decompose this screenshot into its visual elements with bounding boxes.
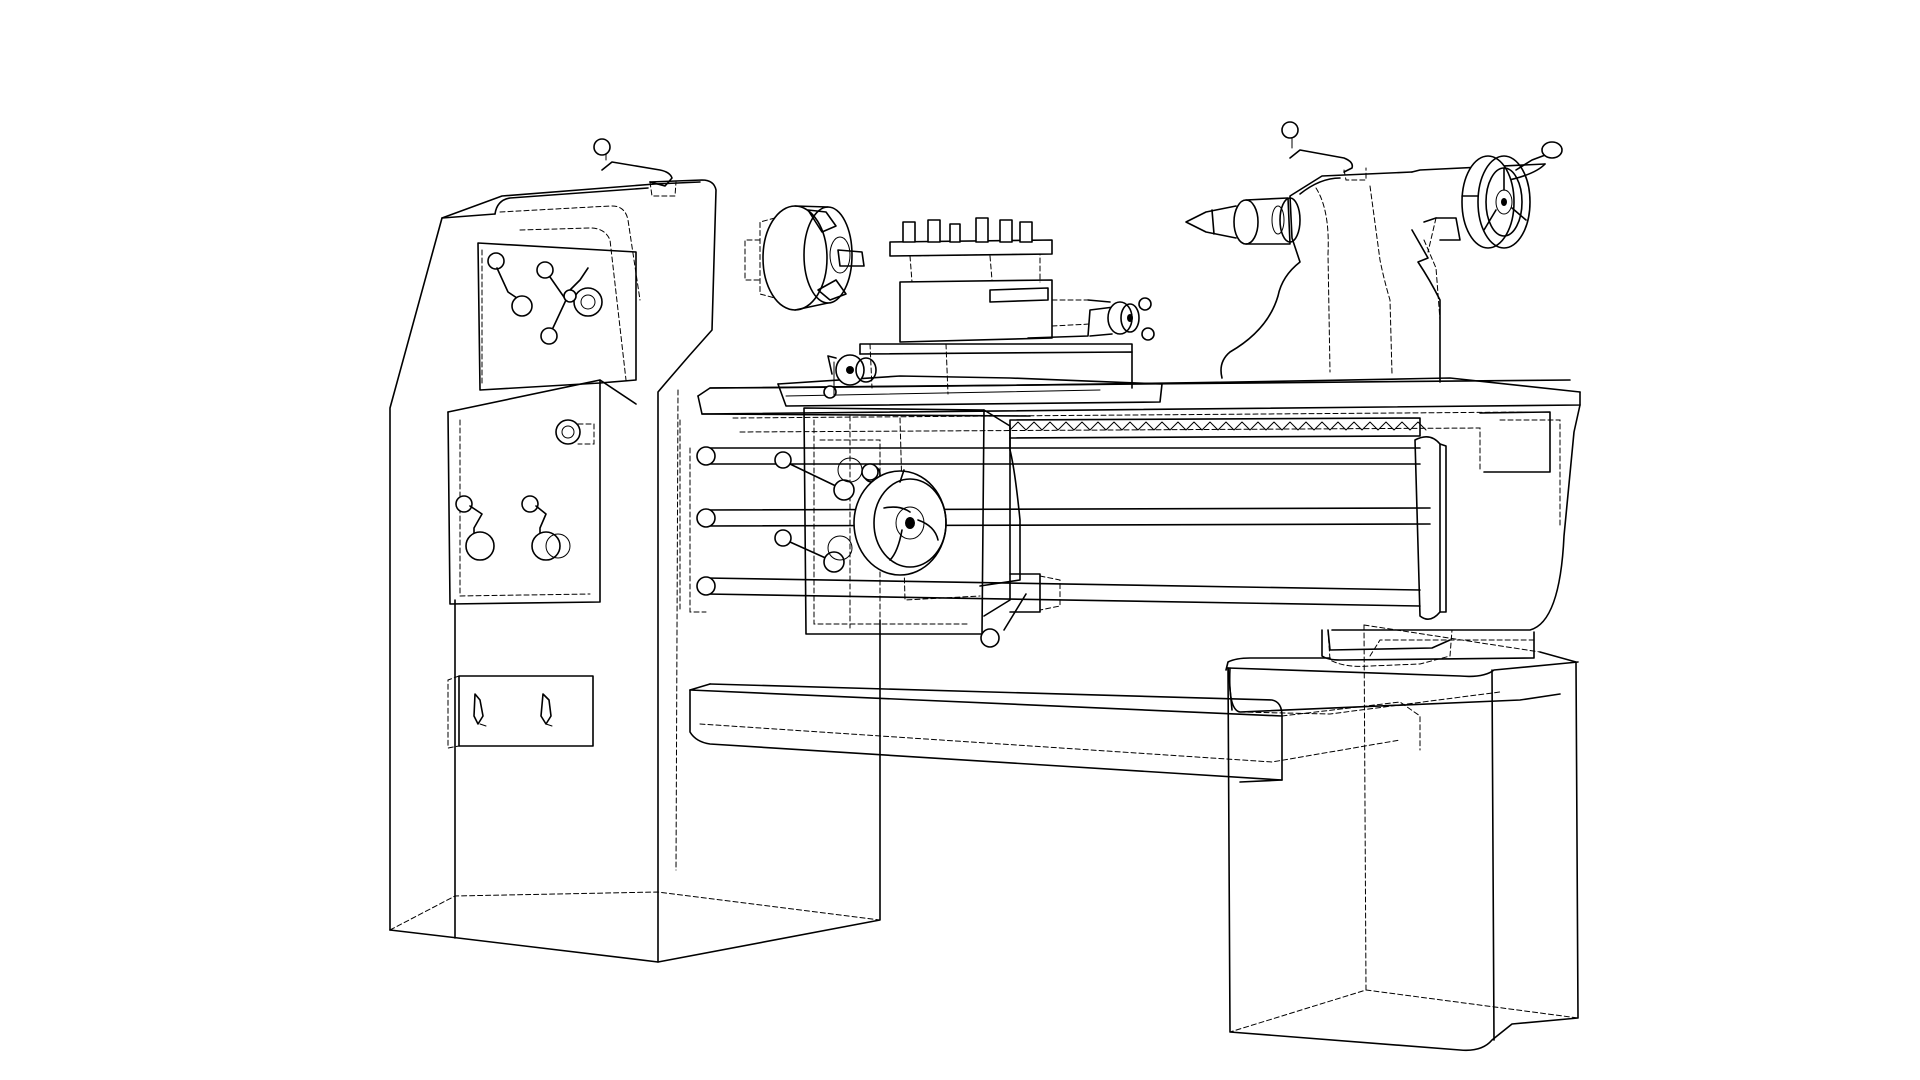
lead-screw [679,419,1447,620]
headstock [441,138,701,605]
apron-handwheel [853,463,947,576]
gear-lever-panel [455,252,603,561]
tailstock [1185,121,1546,383]
tailstock-pedestal [1227,624,1579,1052]
tailstock-base-block [1225,629,1535,671]
tool-post [889,217,1053,283]
tool-holder-panel [447,675,594,749]
tailstock-handwheel [1461,141,1563,249]
chip-tray [689,667,1561,783]
feed-rod [696,446,1431,528]
three-jaw-chuck [744,205,865,311]
headstock-cabinet [389,179,881,963]
cross-slide [899,279,1155,343]
lathe-bed [697,377,1581,667]
carriage-saddle [777,343,1163,407]
